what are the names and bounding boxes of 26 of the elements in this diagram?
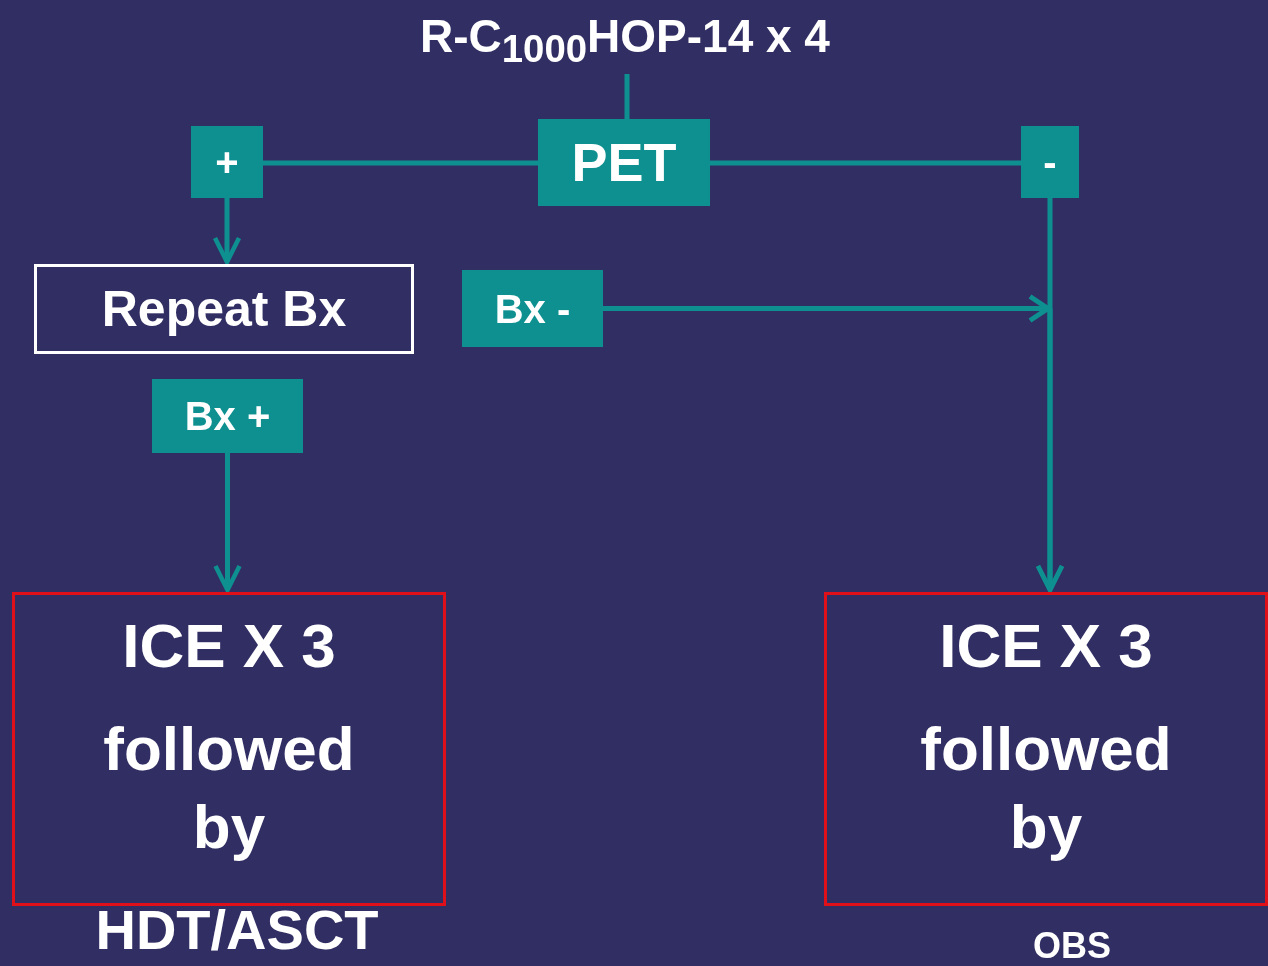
connector-line [710,160,1021,166]
decision-box [1021,126,1079,198]
process-box [34,264,414,354]
box-label: PET [571,134,677,191]
outcome-label: OBS [1032,928,1112,964]
followup-text: followed by [102,713,356,863]
regimen-text: ICE X 3 [939,613,1153,679]
treatment-box [824,592,1268,906]
connector-line [624,74,630,119]
connector-line [263,160,538,166]
followup-text: followed by [919,713,1173,863]
box-label: - [1043,141,1057,183]
arrow [213,453,242,593]
treatment-box [12,592,446,906]
regimen-text: ICE X 3 [122,613,336,679]
arrow [212,198,242,265]
decision-box [538,119,710,206]
box-label: + [215,141,239,183]
title-text: R-C$_{1000}$HOP-14 x 4 [420,12,830,70]
box-label: Bx + [184,395,271,437]
box-label: Bx - [494,287,571,330]
decision-box [191,126,263,198]
outcome-label: HDT/ASCT [94,902,380,958]
box-label: Repeat Bx [101,282,347,336]
decision-box [462,270,603,347]
decision-box [152,379,303,453]
